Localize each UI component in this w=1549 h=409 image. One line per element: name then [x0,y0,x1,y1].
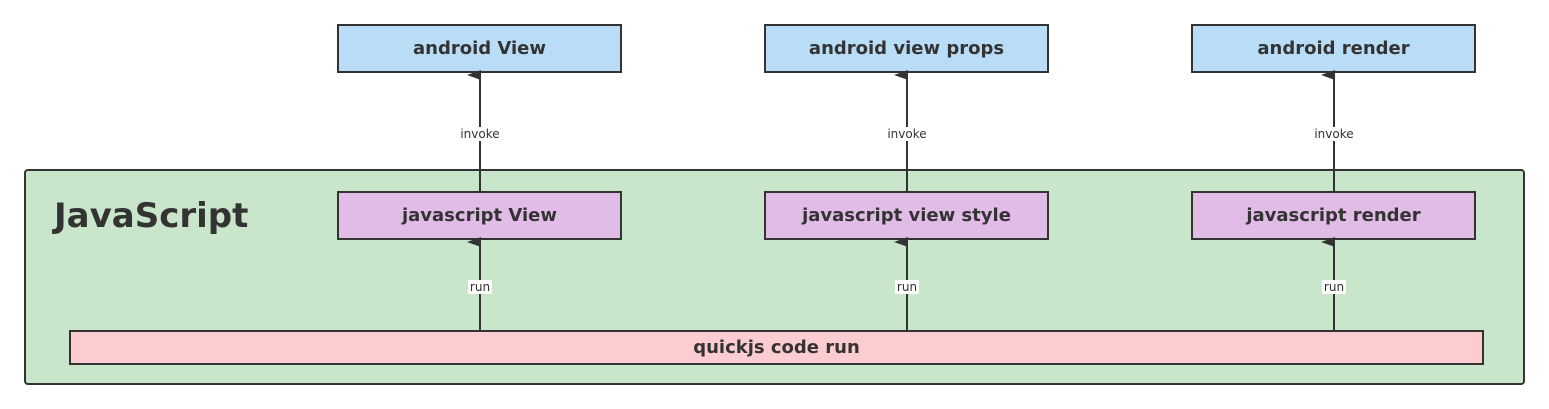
node-javascript-view: javascript View [337,191,622,240]
edge-label-run: run [467,280,493,294]
edge-label-run: run [894,280,920,294]
node-label: android view props [808,38,1005,59]
edge-label-invoke: invoke [885,127,929,141]
node-quickjs-code-run: quickjs code run [69,330,1484,365]
node-android-view-props: android view props [764,24,1049,73]
node-label: android render [1257,38,1410,59]
edge-label-run: run [1321,280,1347,294]
node-label: quickjs code run [693,337,860,358]
container-title: JavaScript [54,196,249,236]
node-label: javascript view style [802,205,1011,226]
node-javascript-view-style: javascript view style [764,191,1049,240]
node-label: javascript View [401,205,557,226]
node-label: javascript render [1246,205,1421,226]
node-label: android View [412,38,547,59]
edge-label-invoke: invoke [458,127,502,141]
edge-label-invoke: invoke [1312,127,1356,141]
